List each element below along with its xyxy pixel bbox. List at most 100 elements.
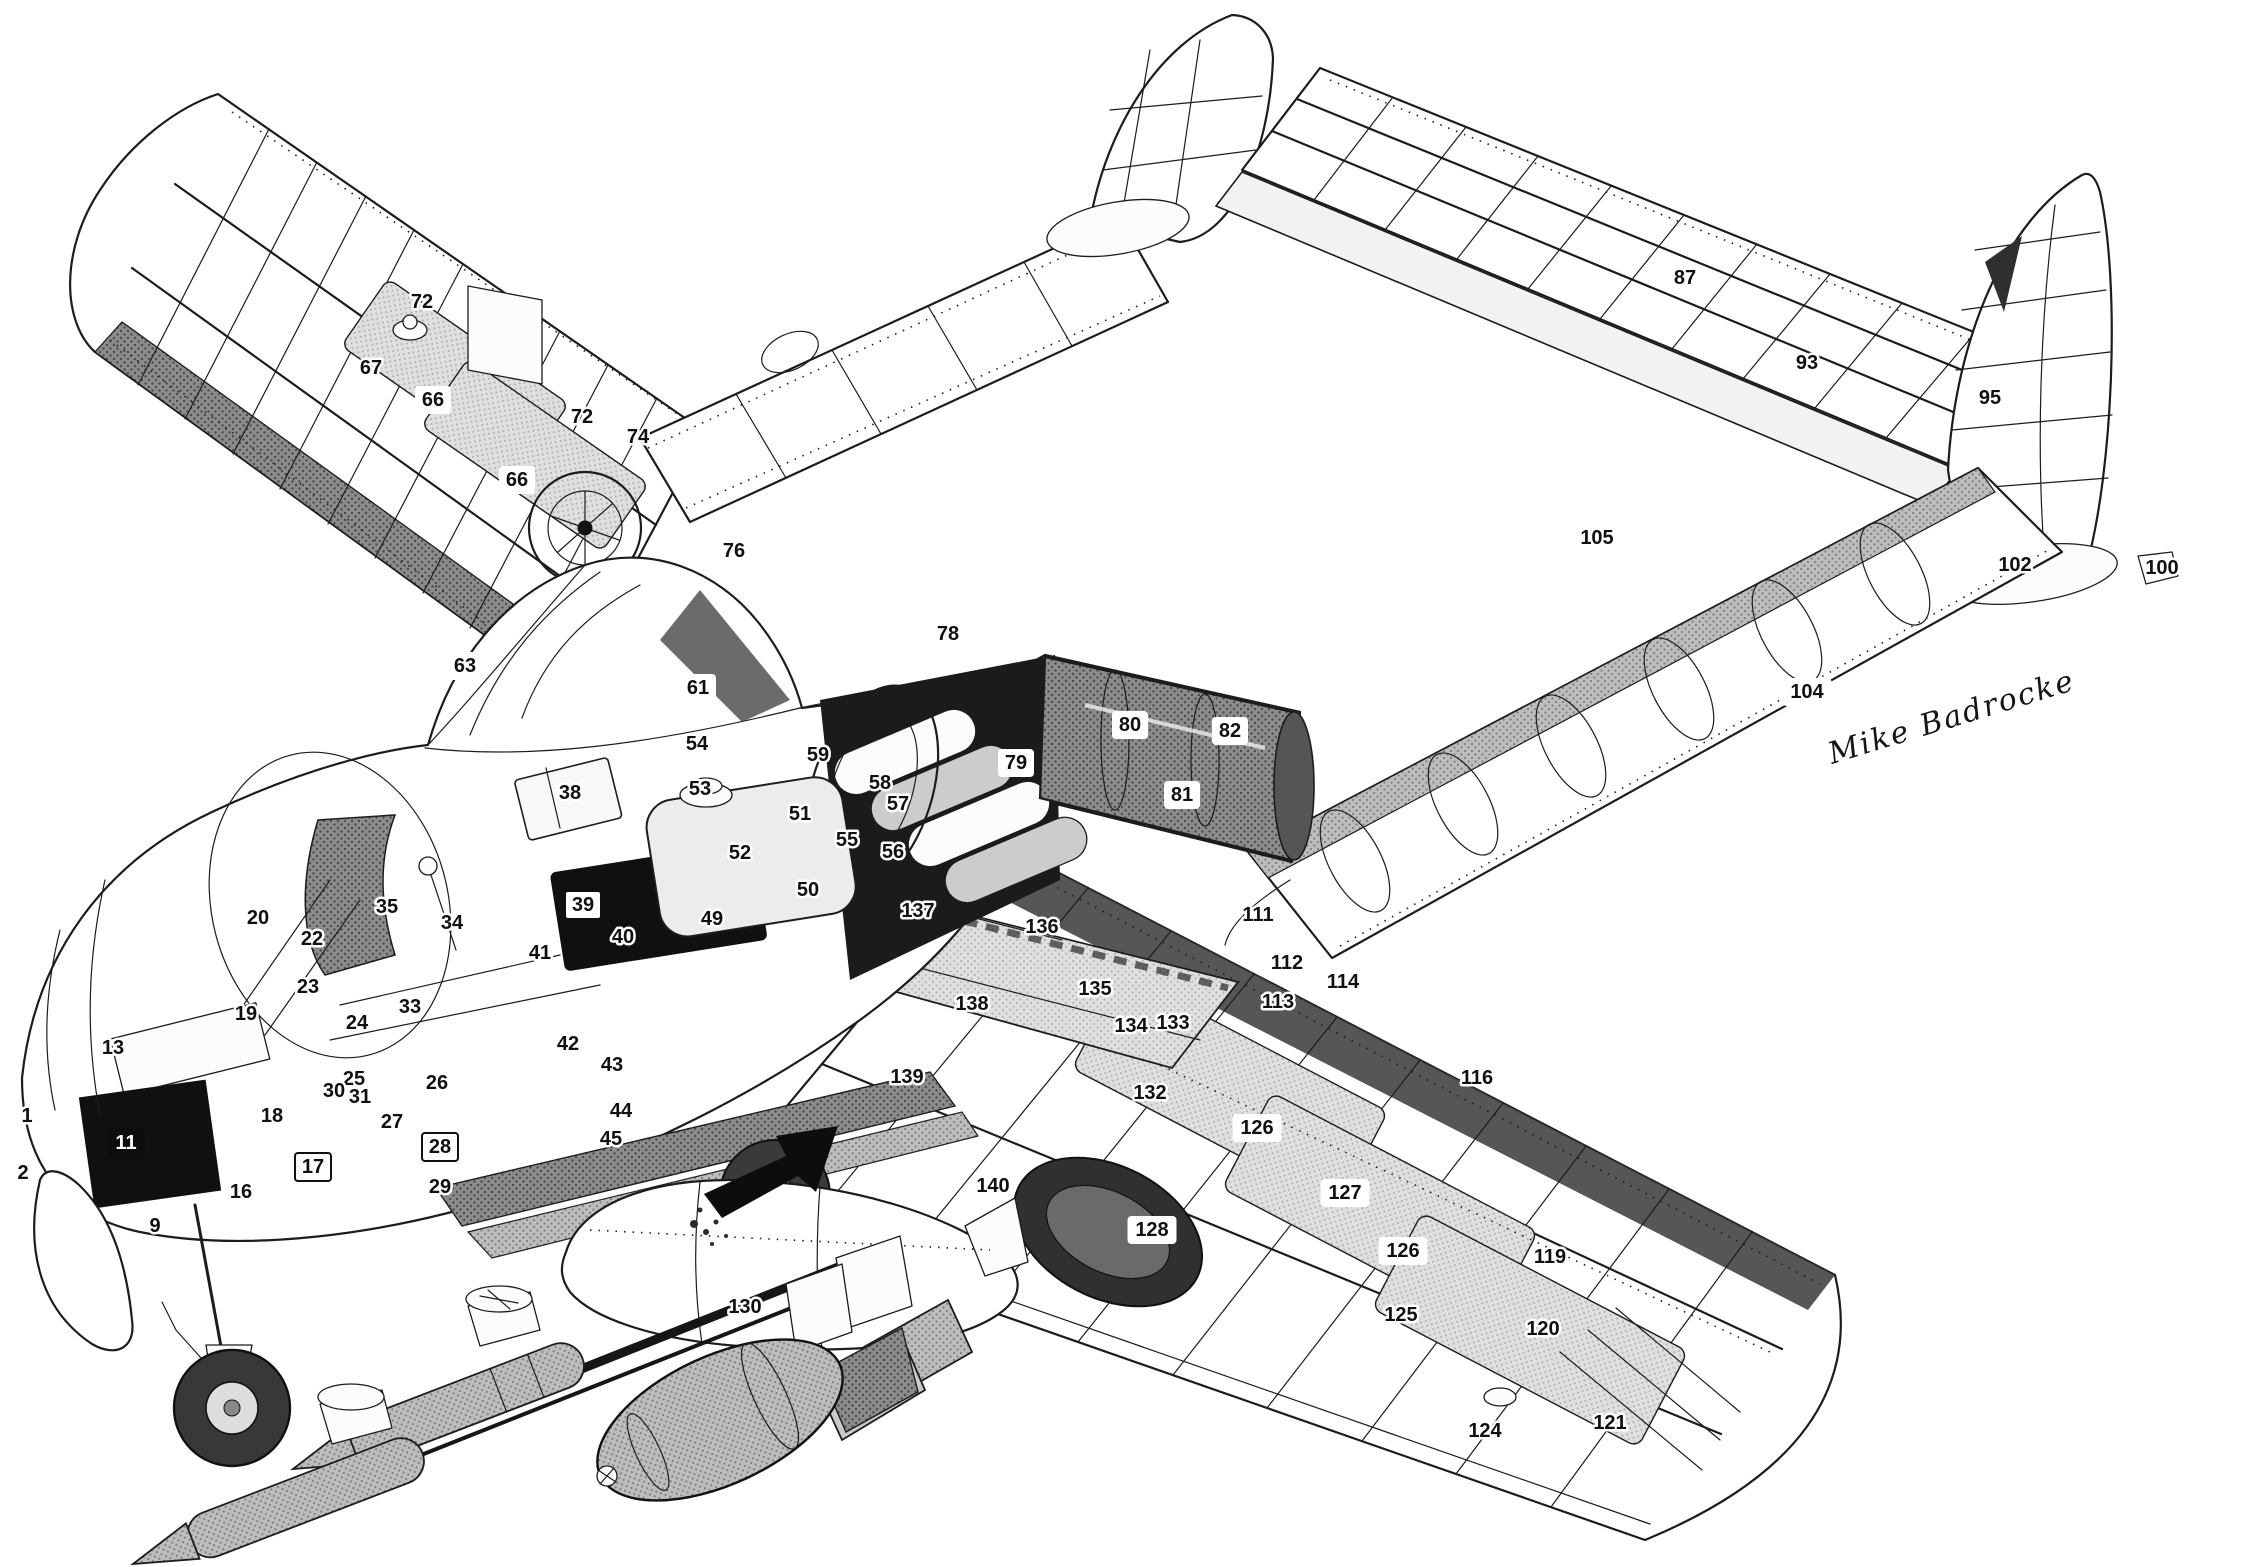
callout-43: 43 (601, 1054, 623, 1076)
callout-126: 126 (1386, 1240, 1419, 1262)
rail-fin (785, 1263, 853, 1353)
callout-51: 51 (789, 803, 811, 825)
callout-56: 56 (882, 841, 904, 863)
callout-76: 76 (723, 540, 745, 562)
callout-box (680, 674, 716, 702)
callout-111: 111 (1242, 904, 1273, 926)
bomb-tail-cone (819, 1326, 919, 1433)
callout-39: 39 (572, 894, 594, 916)
callout-102: 102 (1998, 554, 2031, 576)
artist-signature: Mike Badrocke (1823, 663, 2079, 772)
gear-door (33, 1170, 134, 1352)
callout-box (421, 1132, 459, 1162)
callout-box (107, 1128, 145, 1158)
callout-18: 18 (261, 1105, 283, 1127)
callout-138: 138 (955, 993, 988, 1015)
part-callouts: 7267667274666376786154533852595857515556… (15, 265, 2181, 1445)
pilot-seat (304, 814, 397, 976)
callout-27: 27 (381, 1111, 403, 1133)
radio-box (78, 1079, 222, 1209)
callout-125: 125 (1384, 1304, 1417, 1326)
bomb (596, 1298, 974, 1502)
callout-59: 59 (807, 744, 829, 766)
callout-105: 105 (1580, 527, 1613, 549)
callout-113: 113 (1262, 991, 1294, 1013)
hydraulic-reservoir (514, 757, 623, 841)
callout-121: 121 (1593, 1412, 1626, 1434)
boom-frames (1319, 522, 1931, 913)
callout-81: 81 (1171, 784, 1193, 806)
callout-132: 132 (1133, 1082, 1166, 1104)
callout-box (1232, 1114, 1282, 1142)
access-hole (761, 330, 819, 374)
jet-pipe-nozzle (1273, 711, 1315, 861)
callout-17: 17 (302, 1156, 324, 1178)
callout-95: 95 (1979, 387, 2001, 409)
callout-78: 78 (937, 623, 959, 645)
callout-box (1320, 1179, 1370, 1207)
callout-20: 20 (247, 907, 269, 929)
callout-54: 54 (686, 733, 709, 755)
callout-79: 79 (1005, 752, 1027, 774)
callout-63: 63 (454, 655, 476, 677)
callout-127: 127 (1328, 1182, 1361, 1204)
callout-31: 31 (349, 1086, 371, 1108)
callout-box (1378, 1237, 1428, 1265)
callout-134: 134 (1114, 1015, 1148, 1037)
boom-top-shading (1247, 467, 1996, 879)
control-column-grip (418, 856, 438, 876)
canopy-shading (660, 590, 790, 722)
callout-box (1164, 781, 1200, 809)
callout-16: 16 (230, 1181, 252, 1203)
callout-24: 24 (346, 1012, 369, 1034)
callout-100: 100 (2145, 557, 2178, 579)
callout-23: 23 (297, 976, 319, 998)
callout-box (499, 466, 535, 494)
callout-126: 126 (1240, 1117, 1273, 1139)
callout-66: 66 (422, 389, 444, 411)
left-wing (69, 92, 707, 696)
callout-22: 22 (301, 928, 323, 950)
callout-133: 133 (1156, 1012, 1189, 1034)
callout-128: 128 (1135, 1219, 1168, 1241)
callout-112: 112 (1271, 952, 1303, 974)
callout-74: 74 (627, 426, 650, 448)
callout-67: 67 (360, 357, 382, 379)
callout-30: 30 (323, 1080, 345, 1102)
callout-box (294, 1152, 332, 1182)
callout-42: 42 (557, 1033, 579, 1055)
callout-52: 52 (729, 842, 751, 864)
callout-38: 38 (559, 782, 581, 804)
callout-41: 41 (529, 942, 551, 964)
fin-hatch-shading (1985, 236, 2022, 312)
callout-53: 53 (689, 778, 711, 800)
callout-box (998, 749, 1034, 777)
right-tail-boom (1224, 466, 2064, 960)
combustion-chamber (944, 816, 1088, 904)
callout-35: 35 (376, 896, 398, 918)
callout-66: 66 (506, 469, 528, 491)
callout-45: 45 (600, 1128, 622, 1150)
callout-58: 58 (869, 772, 891, 794)
engine-bay (514, 655, 1315, 980)
callout-2: 2 (17, 1162, 28, 1184)
callout-44: 44 (610, 1100, 633, 1122)
callout-26: 26 (426, 1072, 448, 1094)
callout-40: 40 (612, 926, 634, 948)
callout-box (415, 386, 451, 414)
callout-box (1212, 717, 1248, 745)
callout-104: 104 (1790, 681, 1824, 703)
tail-bumper (2137, 551, 2179, 585)
callout-1: 1 (21, 1105, 32, 1127)
callout-box (1127, 1216, 1177, 1244)
callout-114: 114 (1327, 971, 1360, 993)
venturi-cup (465, 1285, 541, 1347)
fin-fairing (1046, 198, 1190, 258)
callout-box (1782, 678, 1832, 706)
callout-57: 57 (887, 793, 909, 815)
callout-140: 140 (976, 1175, 1009, 1197)
nose-gear (33, 1170, 292, 1468)
callout-50: 50 (797, 879, 819, 901)
callout-119: 119 (1534, 1246, 1566, 1268)
